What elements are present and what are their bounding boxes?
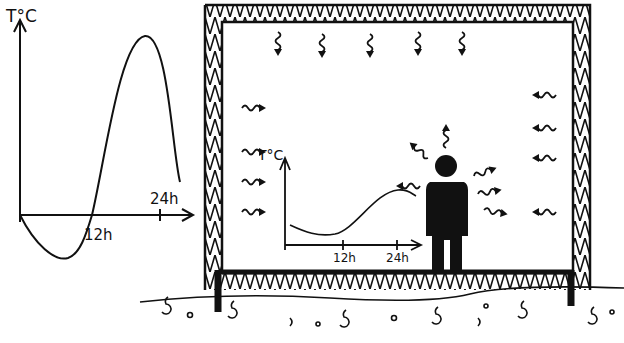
axis-tick bbox=[159, 209, 161, 221]
ground bbox=[140, 287, 624, 327]
axis-label: T°C bbox=[6, 8, 37, 25]
wall-hatching bbox=[205, 5, 590, 290]
person bbox=[426, 155, 468, 270]
outdoor-temperature-graph bbox=[14, 20, 193, 259]
wavy-arrow bbox=[532, 91, 556, 99]
wavy-arrow bbox=[473, 164, 498, 180]
soil-pebbles bbox=[162, 297, 614, 327]
wavy-arrow bbox=[532, 124, 556, 132]
person-head bbox=[435, 155, 457, 177]
wall-outline bbox=[205, 5, 590, 290]
frame-pole bbox=[218, 270, 571, 312]
x-axis bbox=[285, 240, 421, 250]
outdoor-curve bbox=[20, 36, 180, 259]
axis-label: T°C bbox=[258, 148, 283, 162]
wavy-arrow bbox=[396, 182, 420, 190]
person-body bbox=[426, 182, 468, 270]
wavy-arrow bbox=[458, 32, 466, 56]
wavy-arrow bbox=[407, 140, 431, 162]
wavy-arrow bbox=[483, 206, 508, 218]
ground-line bbox=[140, 287, 624, 302]
floor-line bbox=[222, 270, 573, 275]
wavy-arrow bbox=[242, 104, 266, 112]
building-frame bbox=[205, 5, 590, 312]
wavy-arrow bbox=[318, 34, 326, 58]
time-tick-label: 24h bbox=[386, 252, 409, 264]
indoor-curve bbox=[290, 190, 416, 235]
y-axis bbox=[14, 20, 26, 222]
wavy-arrow bbox=[242, 208, 266, 216]
x-axis bbox=[20, 209, 193, 221]
wavy-arrow bbox=[242, 178, 266, 186]
time-tick-label: 12h bbox=[333, 252, 356, 264]
axis-tick bbox=[343, 240, 397, 250]
wavy-arrow bbox=[442, 124, 450, 148]
wavy-arrow bbox=[366, 34, 374, 58]
wavy-arrow bbox=[477, 186, 502, 198]
time-tick-label: 12h bbox=[84, 228, 113, 243]
wavy-arrow bbox=[274, 32, 282, 56]
room-interior bbox=[222, 22, 573, 273]
wavy-arrow bbox=[532, 208, 556, 216]
time-tick-label: 24h bbox=[150, 192, 179, 207]
heat-radiation-arrows bbox=[242, 32, 556, 218]
indoor-temperature-graph bbox=[280, 158, 421, 250]
wavy-arrow bbox=[414, 32, 422, 56]
wavy-arrow bbox=[532, 154, 556, 162]
y-axis bbox=[280, 158, 290, 250]
